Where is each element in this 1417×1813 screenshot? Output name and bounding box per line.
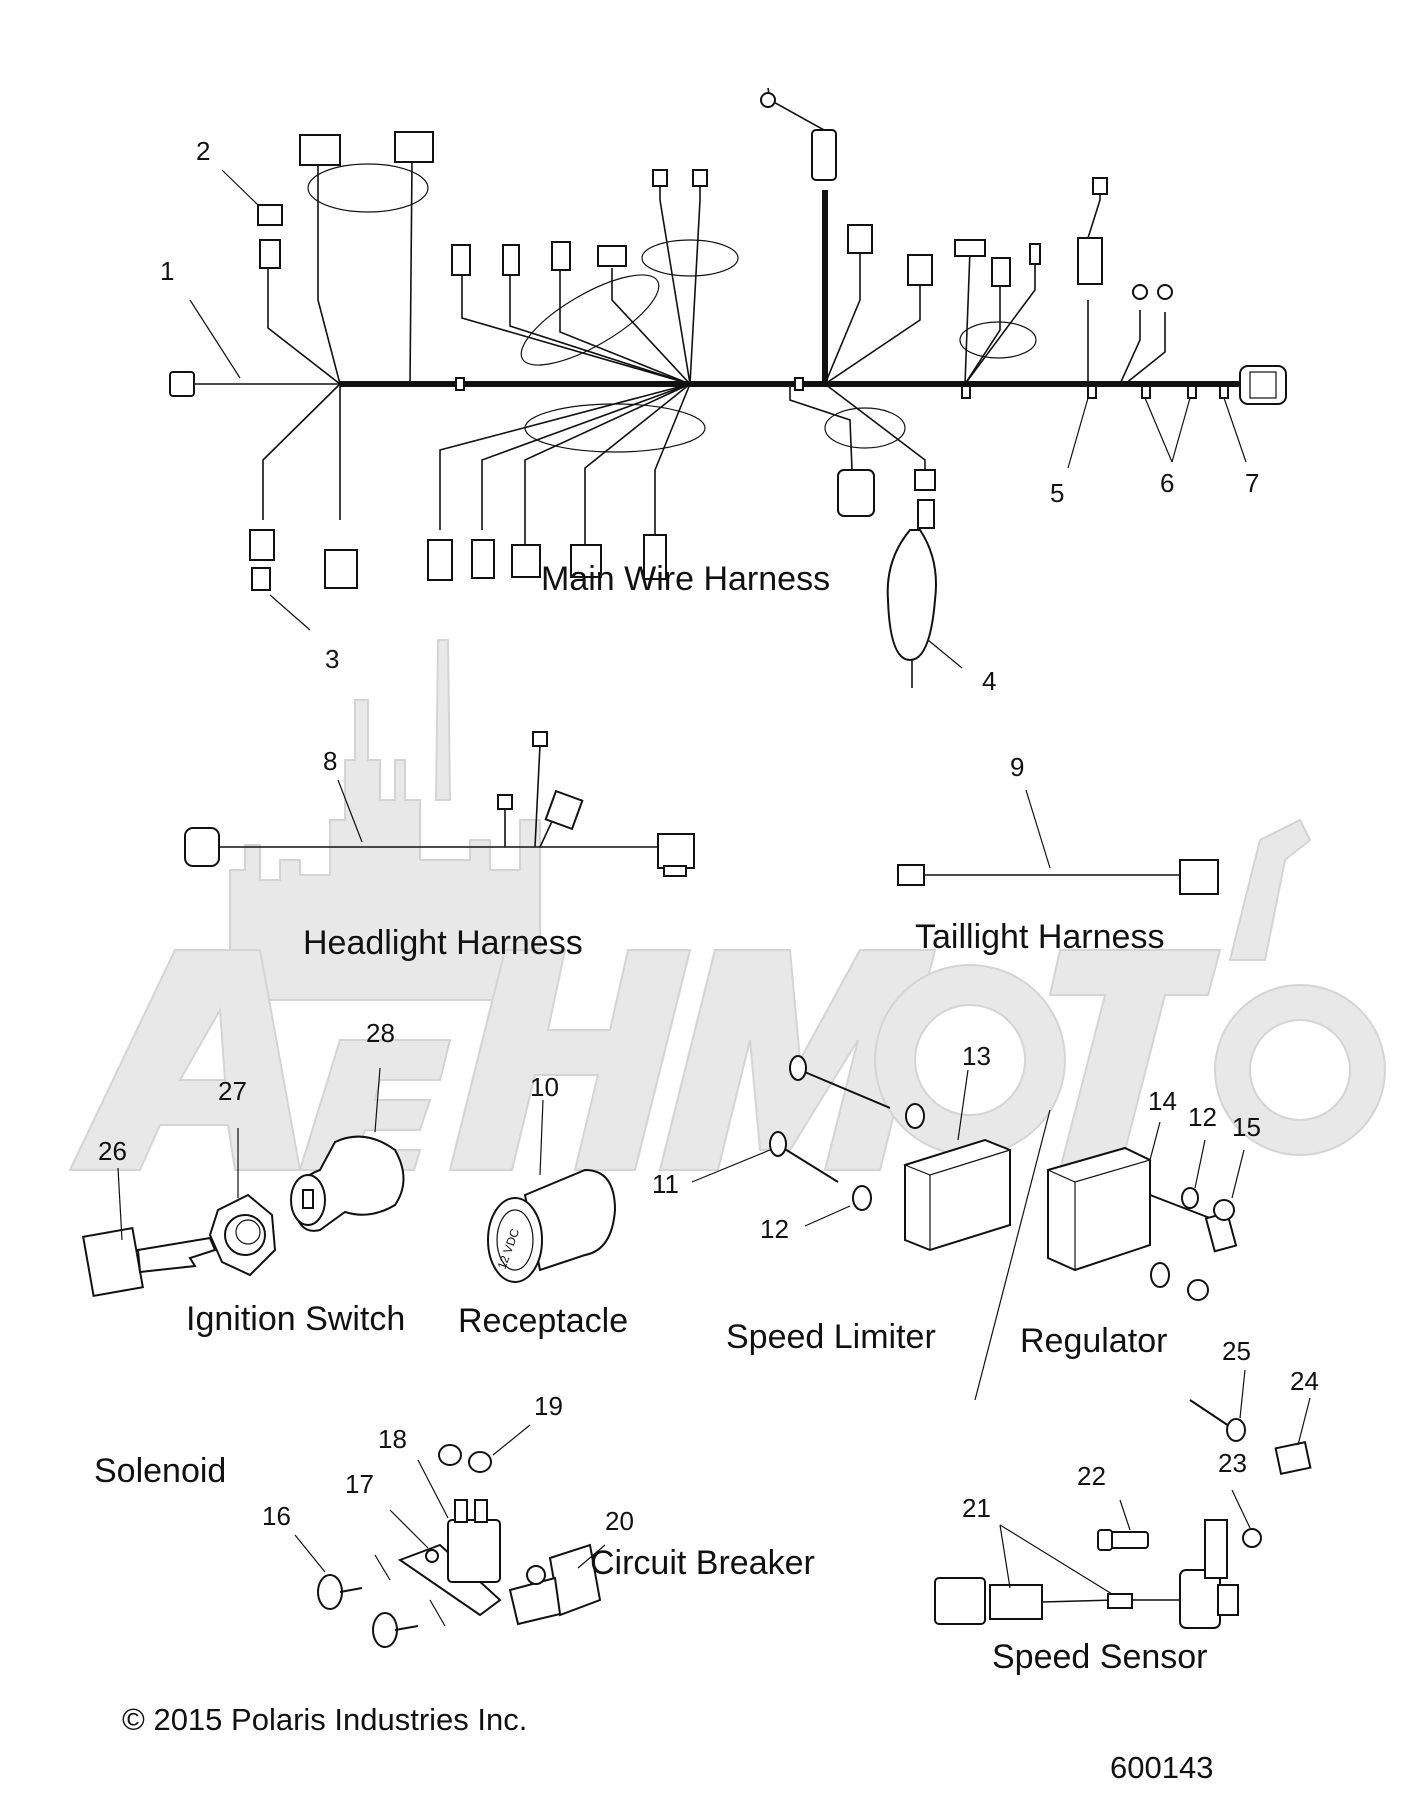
callout-24: 24	[1290, 1366, 1319, 1396]
callout-25: 25	[1222, 1336, 1251, 1366]
bolt-part-11-top	[799, 1069, 891, 1109]
connector-top-left-b	[394, 131, 434, 163]
caption-speed-limiter: Speed Limiter	[726, 1318, 936, 1356]
watermark-letter-t	[1048, 949, 1222, 1171]
ring-terminal-top	[760, 92, 776, 108]
watermark-letter-a	[68, 949, 302, 1171]
callout-23: 23	[1218, 1448, 1247, 1478]
nut-part-23	[1242, 1528, 1262, 1548]
key-part-26	[82, 1226, 144, 1298]
receptacle-group: 12 VDC	[487, 1099, 617, 1283]
copyright-text: © 2015 Polaris Industries Inc.	[122, 1702, 527, 1737]
callout-14: 14	[1148, 1086, 1177, 1116]
callout-20: 20	[605, 1506, 634, 1536]
speed-limiter-box	[904, 1138, 1011, 1252]
regulator-box	[1047, 1146, 1151, 1272]
nut-part-15	[1213, 1199, 1235, 1221]
callout-9: 9	[1010, 752, 1024, 782]
watermark-spire	[434, 639, 452, 801]
solenoid-body	[447, 1519, 501, 1583]
ignition-switch-group	[82, 1067, 405, 1298]
nut-part-19-a	[438, 1444, 462, 1466]
callout-16: 16	[262, 1501, 291, 1531]
screw-part-16	[317, 1574, 343, 1610]
caption-main-wire-harness: Main Wire Harness	[541, 560, 830, 598]
callout-13: 13	[962, 1041, 991, 1071]
watermark-fork	[1228, 818, 1312, 961]
callout-6: 6	[1160, 468, 1174, 498]
caption-circuit-breaker: Circuit Breaker	[590, 1544, 815, 1582]
callout-22: 22	[1077, 1461, 1106, 1491]
connector-top-left-a	[299, 134, 341, 166]
headlight-connector-left	[184, 827, 220, 867]
bolt-part-22	[1109, 1531, 1149, 1549]
callout-19: 19	[534, 1391, 563, 1421]
speed-sensor-connector	[934, 1577, 986, 1625]
connector-item-2	[257, 204, 283, 226]
callout-12-b: 12	[1188, 1102, 1217, 1132]
clip-part-24	[1274, 1440, 1312, 1476]
callout-numbers: 1 2 3 4 5 6 7 8 9 10 11 12 12 13 14 15 1…	[98, 136, 1319, 1536]
bolt-part-11	[779, 1145, 839, 1183]
connector-down-right	[837, 469, 875, 517]
connector-top-center	[811, 129, 837, 181]
callout-5: 5	[1050, 478, 1064, 508]
screw-part-25	[1189, 1399, 1233, 1429]
callout-28: 28	[366, 1018, 395, 1048]
caption-ignition-switch: Ignition Switch	[186, 1300, 405, 1338]
watermark-letter-e	[298, 1039, 452, 1171]
watermark-skyline	[229, 699, 541, 1001]
diagram-number: 600143	[1110, 1750, 1213, 1785]
callout-17: 17	[345, 1469, 374, 1499]
taillight-connector-right	[1179, 859, 1219, 895]
watermark	[68, 639, 1386, 1171]
speed-limiter-group	[691, 1055, 1051, 1401]
sensor-item-4	[886, 529, 937, 662]
regulator-group	[1046, 1121, 1245, 1301]
callout-12-a: 12	[760, 1214, 789, 1244]
caption-receptacle: Receptacle	[458, 1302, 628, 1340]
callout-15: 15	[1232, 1112, 1261, 1142]
callout-8: 8	[323, 746, 337, 776]
callout-7: 7	[1245, 468, 1259, 498]
callout-18: 18	[378, 1424, 407, 1454]
callout-11: 11	[652, 1169, 679, 1199]
watermark-letter-h	[448, 949, 692, 1171]
callout-4: 4	[982, 666, 996, 696]
key-blade	[136, 1236, 217, 1274]
connector-left-end	[169, 371, 195, 397]
taillight-connector-left	[897, 864, 925, 886]
caption-regulator: Regulator	[1020, 1322, 1167, 1360]
speed-sensor-group	[934, 1369, 1312, 1629]
callout-2: 2	[196, 136, 210, 166]
washer-part-12	[852, 1185, 872, 1211]
circuit-breaker-group	[508, 1543, 606, 1626]
captions: Main Wire Harness Headlight Harness Tail…	[94, 560, 1208, 1676]
main-wire-harness	[169, 87, 1287, 688]
headlight-harness	[184, 731, 695, 877]
receptacle-body	[523, 1168, 617, 1272]
callout-26: 26	[98, 1136, 127, 1166]
nut-part-19-b	[468, 1451, 492, 1473]
connector-right-end	[1239, 365, 1287, 405]
callout-10: 10	[530, 1072, 559, 1102]
callout-3: 3	[325, 644, 339, 674]
caption-solenoid: Solenoid	[94, 1452, 226, 1490]
caption-headlight-harness: Headlight Harness	[303, 924, 583, 962]
leaders-main	[189, 169, 1247, 669]
headlight-connector-right	[657, 833, 695, 869]
callout-1: 1	[160, 256, 174, 286]
caption-speed-sensor: Speed Sensor	[992, 1638, 1208, 1676]
footer: © 2015 Polaris Industries Inc. 600143	[122, 1702, 1213, 1785]
caption-taillight-harness: Taillight Harness	[915, 918, 1164, 956]
callout-21: 21	[962, 1493, 991, 1523]
connector-item-3	[249, 529, 275, 561]
taillight-harness	[897, 789, 1219, 895]
solenoid-group	[294, 1424, 531, 1648]
callout-27: 27	[218, 1076, 247, 1106]
